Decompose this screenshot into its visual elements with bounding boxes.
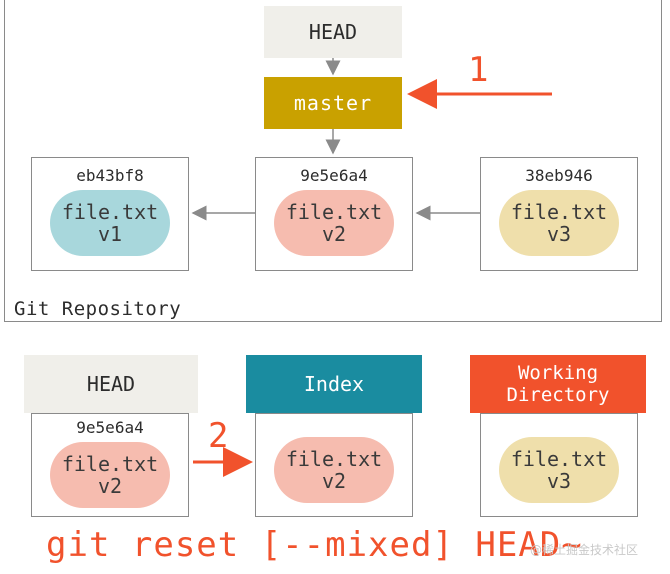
file-version: v2 [321, 222, 347, 246]
commit-eb43bf8: eb43bf8 file.txt v1 [31, 157, 189, 271]
file-version: v3 [546, 469, 572, 493]
file-version: v2 [321, 469, 347, 493]
commit-9e5e6a4: 9e5e6a4 file.txt v2 [255, 157, 413, 271]
file-blob-v1: file.txt v1 [50, 190, 170, 256]
file-name: file.txt [61, 200, 159, 224]
master-branch-label: master [293, 91, 373, 115]
head-tree-header: HEAD [24, 355, 198, 413]
head-pointer-box: HEAD [264, 6, 402, 58]
file-name: file.txt [61, 452, 159, 476]
file-name: file.txt [510, 447, 608, 471]
commit-38eb946: 38eb946 file.txt v3 [480, 157, 638, 271]
file-version: v2 [97, 474, 123, 498]
step-1-marker: 1 [468, 50, 489, 90]
file-name: file.txt [285, 200, 383, 224]
git-repository-frame [4, 0, 662, 322]
working-directory-header: Working Directory [470, 355, 646, 413]
head-tree-box: 9e5e6a4 file.txt v2 [31, 413, 189, 517]
working-directory-box: file.txt v3 [480, 413, 638, 517]
commit-sha: eb43bf8 [76, 166, 144, 185]
commit-sha: 38eb946 [525, 166, 593, 185]
file-name: file.txt [510, 200, 608, 224]
working-directory-file-blob: file.txt v3 [499, 437, 619, 503]
head-pointer-label: HEAD [308, 20, 358, 44]
file-blob-v3: file.txt v3 [499, 190, 619, 256]
head-tree-title: HEAD [86, 372, 136, 396]
head-tree-file-blob: file.txt v2 [50, 442, 170, 508]
file-blob-v2: file.txt v2 [274, 190, 394, 256]
working-directory-title-line1: Working [517, 362, 599, 384]
head-tree-sha: 9e5e6a4 [76, 418, 144, 437]
file-name: file.txt [285, 447, 383, 471]
index-tree-box: file.txt v2 [255, 413, 413, 517]
file-version: v1 [97, 222, 123, 246]
index-tree-file-blob: file.txt v2 [274, 437, 394, 503]
index-tree-header: Index [246, 355, 422, 413]
working-directory-title-line2: Directory [506, 384, 610, 406]
watermark-text: @稀土掘金技术社区 [530, 543, 639, 557]
index-tree-title: Index [303, 372, 365, 396]
step-2-marker: 2 [208, 416, 229, 456]
git-reset-command: git reset [--mixed] HEAD~ [46, 525, 583, 565]
master-branch-box: master [264, 77, 402, 129]
commit-sha: 9e5e6a4 [300, 166, 368, 185]
git-repository-label: Git Repository [14, 298, 182, 320]
file-version: v3 [546, 222, 572, 246]
